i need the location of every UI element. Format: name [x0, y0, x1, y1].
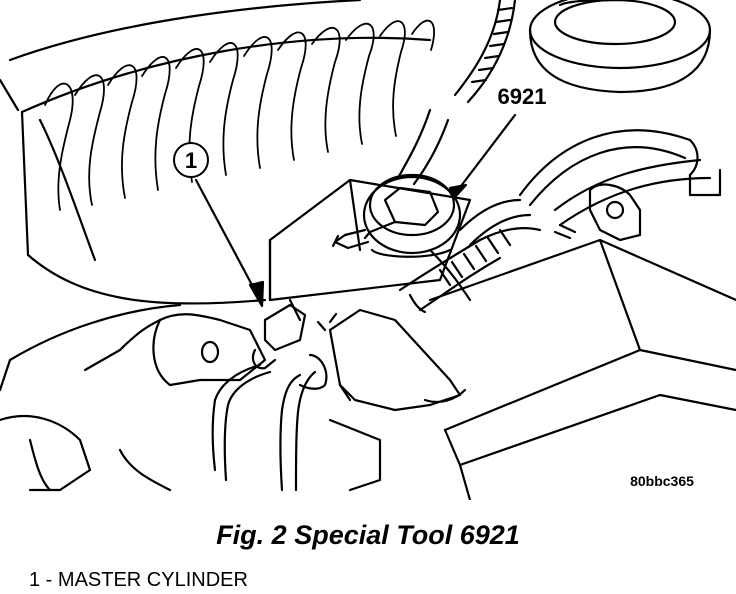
brake-lines [211, 353, 328, 492]
special-tool-6921 [331, 173, 462, 258]
legend-item-label: MASTER CYLINDER [57, 569, 248, 591]
engine-bay-illustration: 1 6921 80bbc365 [0, 0, 736, 500]
battery-cables [518, 129, 722, 227]
legend-item: 1 - MASTER CYLINDER [29, 568, 248, 592]
callout-6921-label: 6921 [498, 84, 547, 109]
callout-1-leader [194, 178, 265, 308]
reservoir-cap [528, 0, 712, 94]
vacuum-hose [396, 0, 517, 186]
cowl-grille [44, 19, 435, 211]
callout-1-number: 1 [185, 148, 197, 173]
battery [428, 183, 736, 500]
image-code: 80bbc365 [630, 473, 694, 489]
master-cylinder-body [83, 303, 307, 387]
callout-6921-leader [448, 113, 517, 200]
bottom-bracket [0, 415, 382, 492]
callout-1-circle [173, 142, 209, 178]
master-cylinder-reservoir [268, 178, 472, 322]
pressure-switch-connector [316, 308, 467, 412]
legend-item-separator: - [40, 569, 58, 591]
figure-caption: Fig. 2 Special Tool 6921 [216, 520, 520, 550]
cowl-panel [0, 0, 432, 392]
legend-item-number: 1 [29, 569, 41, 591]
brake-hose-right [398, 198, 542, 314]
